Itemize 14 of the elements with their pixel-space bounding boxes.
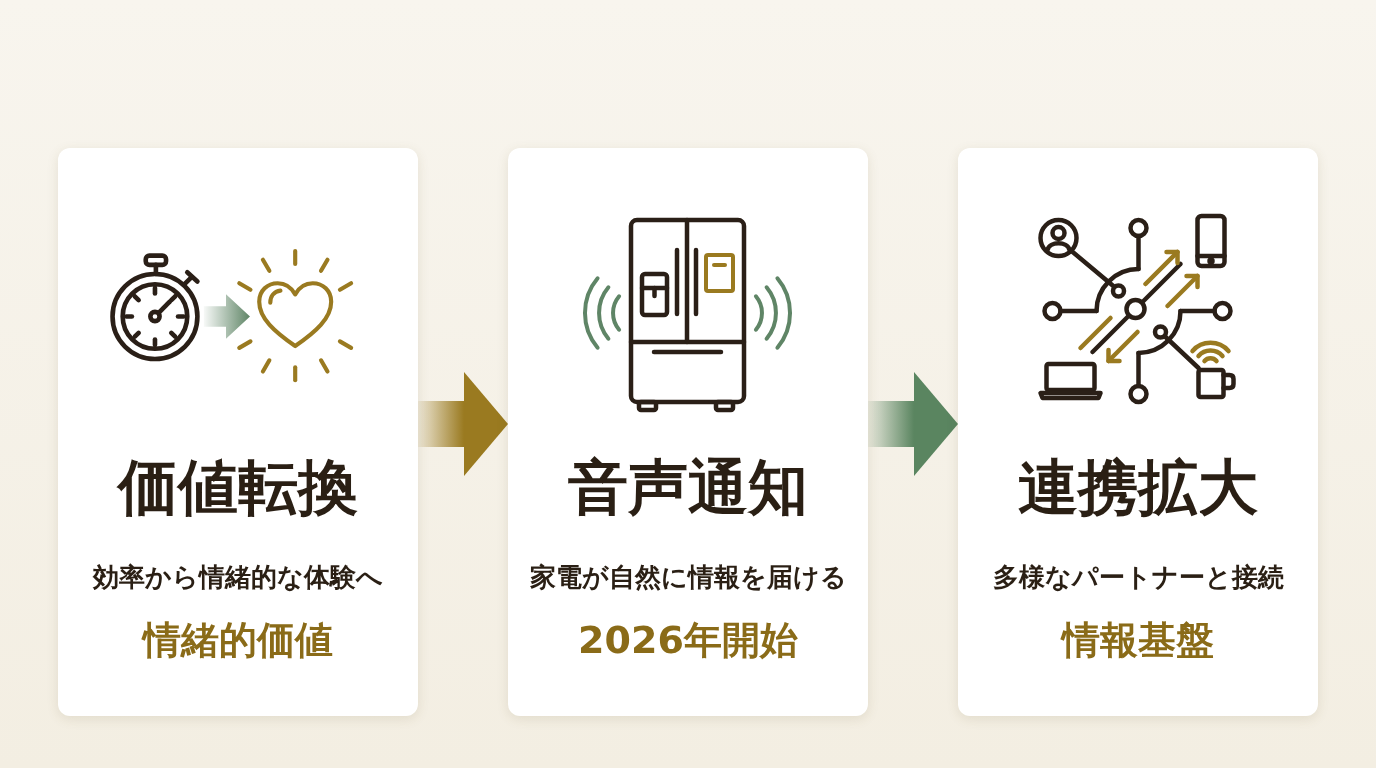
arrow [868, 372, 958, 476]
card [58, 148, 418, 716]
card-subtitle: 効率から情緒的な体験へ [93, 561, 383, 594]
highlight-text: 情緒的価値 [143, 618, 333, 664]
card [958, 148, 1318, 716]
card-title: 音声通知 [568, 454, 808, 520]
card-title: 価値転換 [118, 454, 358, 520]
card-subtitle: 家電が自然に情報を届ける [529, 561, 847, 594]
arrow [418, 372, 508, 476]
card [508, 148, 868, 716]
highlight-text: 情報基盤 [1062, 618, 1214, 664]
card-title: 連携拡大 [1018, 454, 1258, 520]
card-subtitle: 多様なパートナーと接続 [992, 561, 1284, 594]
highlight-text: 2026年開始 [578, 618, 798, 664]
